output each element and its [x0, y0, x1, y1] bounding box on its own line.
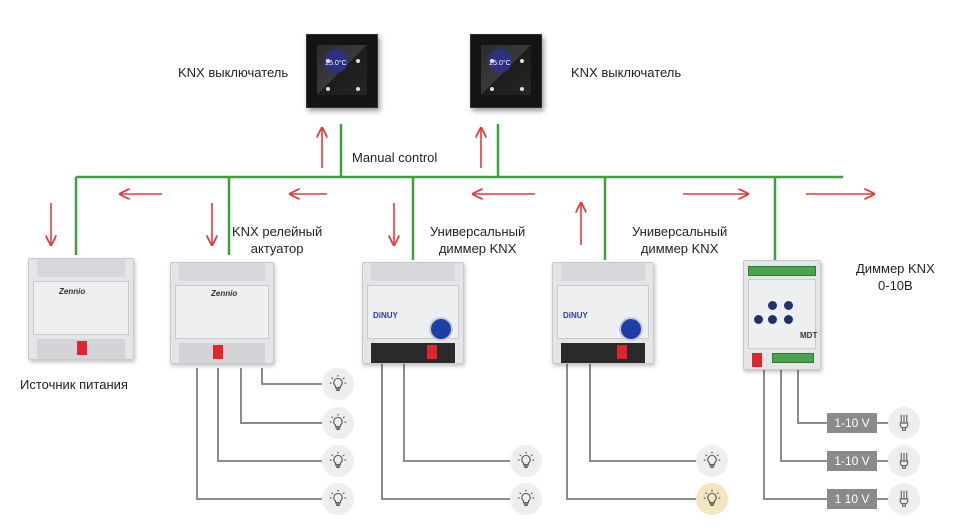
dimmer-1-label: Универсальный диммер KNX [430, 224, 526, 256]
dimmer-0-10v-device: MDT [743, 260, 821, 370]
universal-dimmer-1-device: DiNUY [362, 262, 464, 364]
wire-dimmer1-2 [381, 362, 510, 500]
knx-switch-left: 25.0°C [306, 34, 378, 108]
dimmer-010-label: Диммер KNX 0-10В [856, 261, 935, 293]
cfl-lamp-icon [888, 445, 920, 477]
bulb-icon [322, 483, 354, 515]
switch-right-label: KNX выключатель [571, 65, 682, 80]
lit-bulb-icon [696, 483, 728, 515]
bulb-icon [322, 407, 354, 439]
wire-dimmer1-1 [403, 362, 510, 462]
bulb-icon [696, 445, 728, 477]
bulb-icon [510, 483, 542, 515]
relay-actuator-device: Zennio [170, 262, 274, 364]
bulb-icon [322, 368, 354, 400]
wire-relay-3 [217, 368, 322, 462]
manual-control-label: Manual control [352, 150, 438, 165]
voltage-box: 1-10 V [827, 451, 877, 471]
cfl-lamp-icon [888, 483, 920, 515]
power-supply-label: Источник питания [20, 377, 128, 392]
knx-switch-right: 25.0°C [470, 34, 542, 108]
bulb-icon [322, 445, 354, 477]
voltage-box: 1-10 V [827, 413, 877, 433]
device-brand: DiNUY [373, 311, 398, 320]
voltage-box: 1 10 V [827, 489, 877, 509]
dimmer-2-label: Универсальный диммер KNX [632, 224, 728, 256]
wire-relay-1 [261, 368, 322, 385]
universal-dimmer-2-device: DiNUY [552, 262, 654, 364]
wire-010-2 [780, 370, 827, 462]
power-supply-device: Zennio [28, 258, 134, 360]
wire-010-3 [763, 370, 827, 500]
knx-bus [74, 124, 843, 262]
wire-dimmer2-1 [589, 362, 696, 462]
device-brand: DiNUY [563, 311, 588, 320]
switch-left-label: KNX выключатель [178, 65, 289, 80]
wire-relay-2 [240, 368, 322, 424]
wire-010-1 [797, 370, 827, 424]
device-brand: Zennio [59, 287, 86, 296]
device-brand: MDT [800, 331, 818, 340]
wire-relay-4 [196, 368, 322, 500]
wire-dimmer2-2 [566, 362, 696, 500]
relay-actuator-label: KNX релейный актуатор [232, 224, 323, 256]
cfl-lamp-icon [888, 407, 920, 439]
device-brand: Zennio [211, 289, 238, 298]
bulb-icon [510, 445, 542, 477]
